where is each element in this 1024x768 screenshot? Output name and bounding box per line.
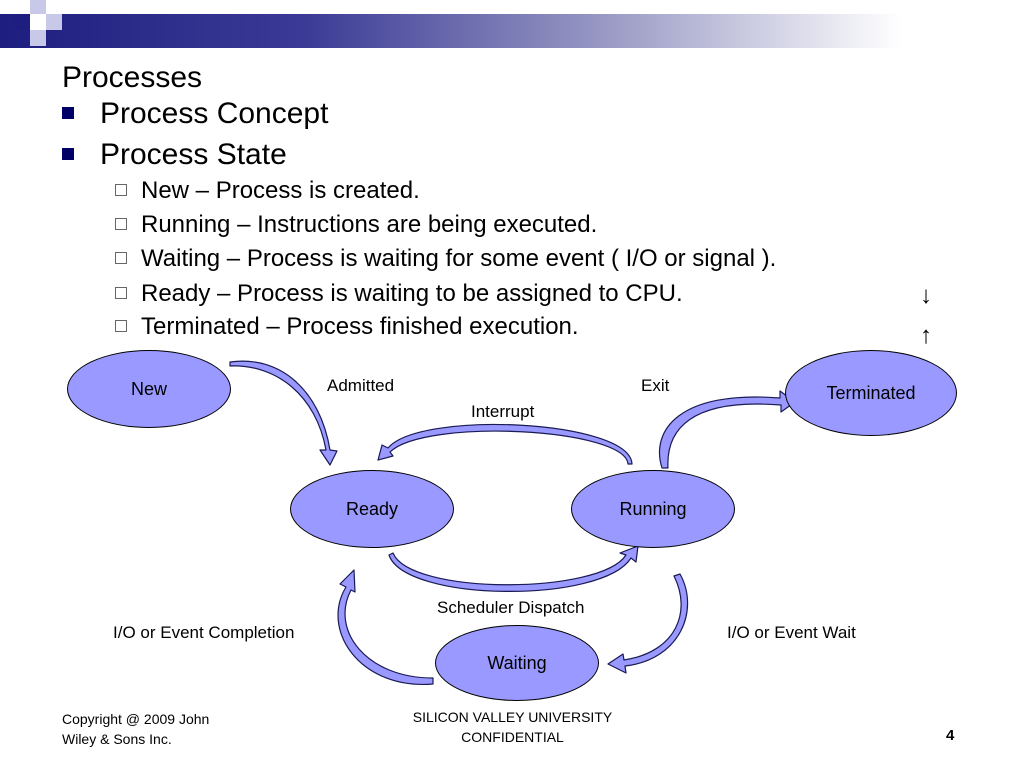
square-bullet-icon	[62, 107, 74, 119]
corner-square-dark	[14, 14, 30, 30]
transition-label-scheduler-dispatch: Scheduler Dispatch	[437, 598, 585, 617]
state-running: Running	[571, 470, 735, 548]
hollow-square-bullet-icon	[115, 252, 127, 264]
state-ready: Ready	[290, 470, 454, 548]
up-arrow-icon: ↑	[920, 322, 932, 349]
down-arrow-icon: ↓	[920, 282, 932, 309]
io-wait-arrow	[607, 573, 689, 674]
state-label: New	[130, 378, 167, 399]
transition-label-io-completion: I/O or Event Completion	[113, 623, 295, 642]
sub-bullet-new: New – Process is created.	[115, 176, 420, 206]
state-label: Terminated	[826, 382, 916, 403]
footer-confidential: SILICON VALLEY UNIVERSITY CONFIDENTIAL	[380, 707, 645, 747]
state-label: Running	[619, 498, 687, 519]
sub-bullet-waiting: Waiting – Process is waiting for some ev…	[115, 244, 776, 274]
bullet-text: Process State	[100, 138, 287, 171]
transition-label-admitted: Admitted	[327, 376, 395, 395]
copyright-line: Copyright @ 2009 John	[62, 711, 210, 727]
sub-bullet-text: Running – Instructions are being execute…	[141, 211, 598, 238]
sub-bullet-text: Terminated – Process finished execution.	[141, 313, 579, 340]
exit-arrow	[658, 390, 796, 469]
sub-bullet-text: New – Process is created.	[141, 177, 420, 204]
footer-copyright: Copyright @ 2009 John Wiley & Sons Inc.	[62, 709, 209, 749]
admitted-arrow	[229, 360, 338, 466]
hollow-square-bullet-icon	[115, 320, 127, 332]
corner-square-white	[30, 14, 46, 30]
sub-bullet-terminated: Terminated – Process finished execution.	[115, 312, 579, 342]
state-waiting: Waiting	[435, 625, 599, 701]
hollow-square-bullet-icon	[115, 184, 127, 196]
footer-org-line: SILICON VALLEY UNIVERSITY	[412, 709, 613, 725]
sub-bullet-running: Running – Instructions are being execute…	[115, 210, 597, 240]
io-completion-arrow	[337, 569, 434, 685]
state-label: Ready	[345, 498, 399, 519]
hollow-square-bullet-icon	[115, 218, 127, 230]
bullet-process-state: Process State	[62, 137, 287, 173]
sub-bullet-text: Waiting – Process is waiting for some ev…	[141, 245, 777, 272]
state-label: Waiting	[487, 652, 547, 673]
square-bullet-icon	[62, 148, 74, 160]
header-white-strip	[0, 0, 1024, 14]
page-number: 4	[946, 727, 955, 744]
transition-label-io-wait: I/O or Event Wait	[727, 623, 856, 642]
bullet-text: Process Concept	[100, 97, 329, 130]
state-terminated: Terminated	[785, 350, 957, 436]
transition-label-interrupt: Interrupt	[471, 402, 535, 421]
corner-square-light	[46, 14, 62, 30]
transition-label-exit: Exit	[641, 376, 670, 395]
footer-confidential-line: CONFIDENTIAL	[461, 729, 564, 745]
slide-title: Processes	[62, 61, 203, 94]
corner-square-light	[30, 0, 46, 14]
interrupt-arrow	[377, 423, 633, 465]
hollow-square-bullet-icon	[115, 287, 127, 299]
sub-bullet-ready: Ready – Process is waiting to be assigne…	[115, 279, 683, 309]
copyright-line: Wiley & Sons Inc.	[62, 731, 172, 747]
dispatch-arrow	[388, 545, 639, 592]
bullet-process-concept: Process Concept	[62, 96, 328, 132]
corner-square-light	[30, 30, 46, 46]
state-new: New	[67, 350, 231, 428]
sub-bullet-text: Ready – Process is waiting to be assigne…	[141, 280, 683, 307]
